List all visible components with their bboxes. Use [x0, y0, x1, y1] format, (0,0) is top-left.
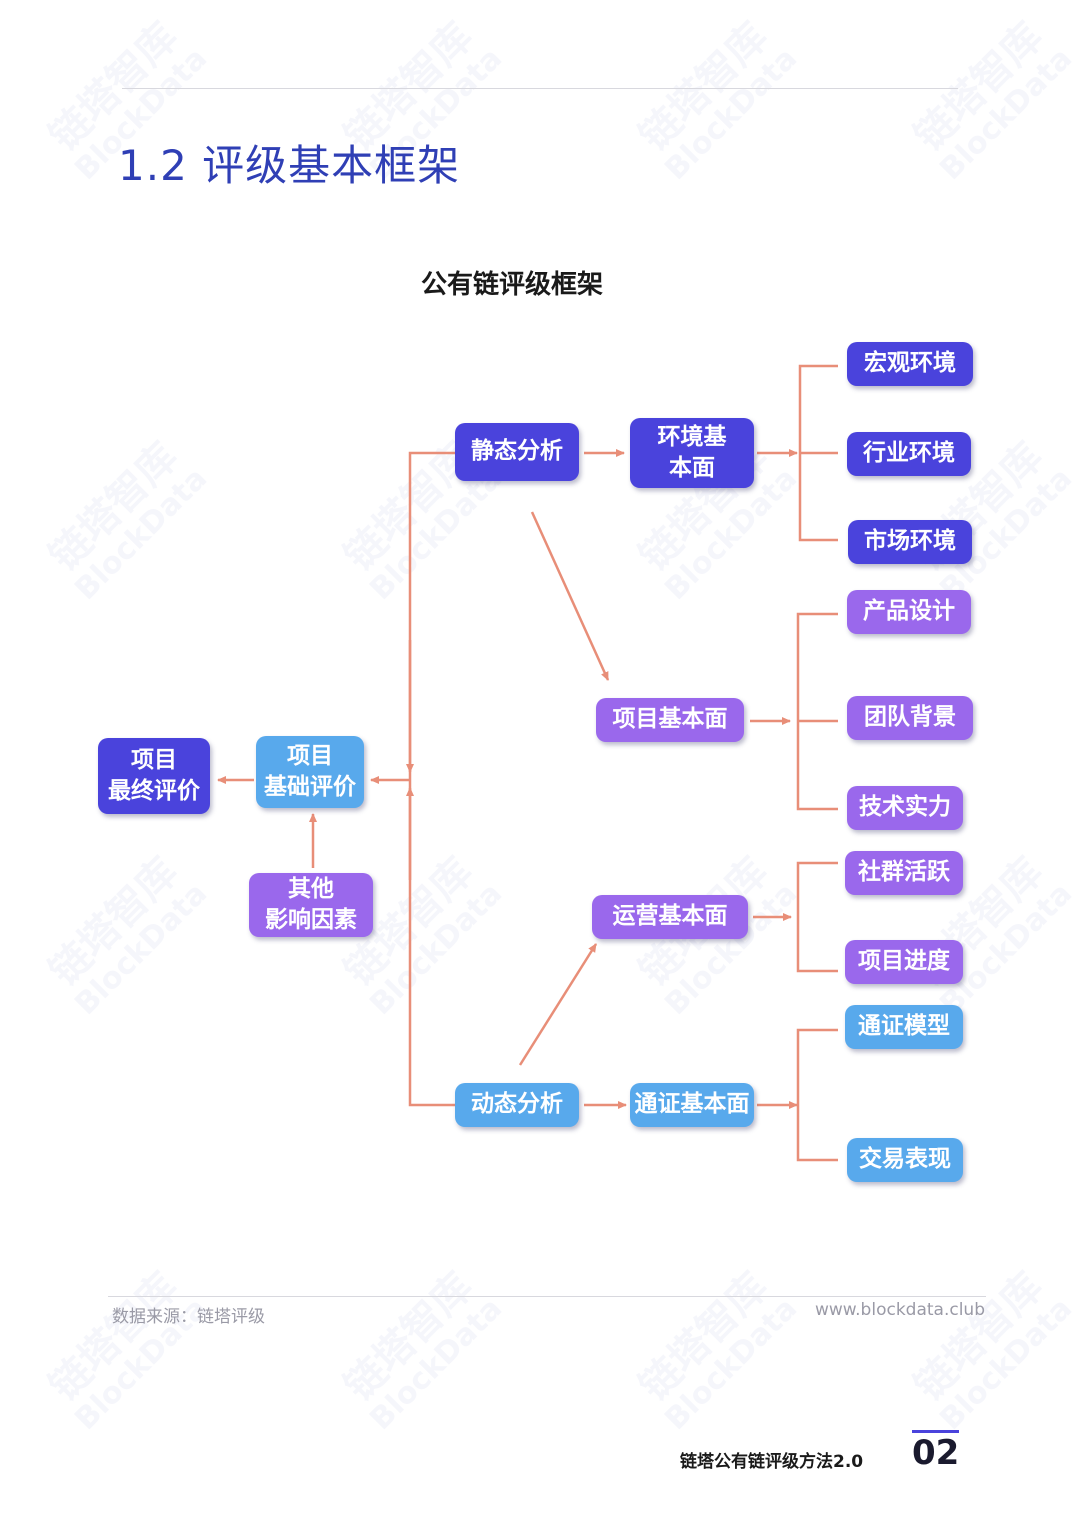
- node-base-evaluation: 项目基础评价: [256, 736, 364, 808]
- node-community-activity: 社群活跃: [845, 851, 963, 895]
- env-bracket: [798, 364, 838, 542]
- node-other-factors: 其他影响因素: [249, 873, 373, 937]
- section-title: 1.2 评级基本框架: [118, 141, 461, 190]
- node-tech-strength: 技术实力: [847, 786, 963, 830]
- node-macro-environment: 宏观环境: [847, 342, 973, 386]
- node-market-environment: 市场环境: [848, 520, 972, 564]
- diagram-title: 公有链评级框架: [420, 270, 603, 300]
- project-bracket: [796, 612, 838, 811]
- document-title: 链塔公有链评级方法2.0: [680, 1452, 864, 1472]
- node-static-analysis: 静态分析: [455, 423, 579, 481]
- analysis-spine: [408, 451, 455, 1107]
- node-product-design: 产品设计: [847, 590, 971, 634]
- node-team-background: 团队背景: [847, 696, 973, 740]
- node-operation-fundamentals: 运营基本面: [592, 895, 748, 939]
- header-rule: [122, 88, 958, 89]
- node-environment-fundamentals: 环境基本面: [630, 418, 754, 488]
- footer-url: www.blockdata.club: [815, 1300, 985, 1320]
- data-source: 数据来源：链塔评级: [112, 1307, 265, 1327]
- footer-rule: [108, 1296, 986, 1297]
- node-dynamic-analysis: 动态分析: [455, 1083, 579, 1127]
- node-token-model: 通证模型: [845, 1005, 963, 1049]
- node-token-fundamentals: 通证基本面: [630, 1083, 754, 1127]
- arrow-dynamic-to-ops: [518, 943, 598, 1066]
- ops-bracket: [796, 861, 838, 973]
- page-number: 02: [912, 1430, 960, 1473]
- node-project-progress: 项目进度: [845, 940, 963, 984]
- token-bracket: [796, 1028, 838, 1162]
- node-final-evaluation: 项目最终评价: [98, 738, 210, 814]
- arrow-static-to-project: [530, 511, 610, 681]
- node-industry-environment: 行业环境: [847, 432, 971, 476]
- node-project-fundamentals: 项目基本面: [596, 698, 744, 742]
- node-trading-performance: 交易表现: [847, 1138, 963, 1182]
